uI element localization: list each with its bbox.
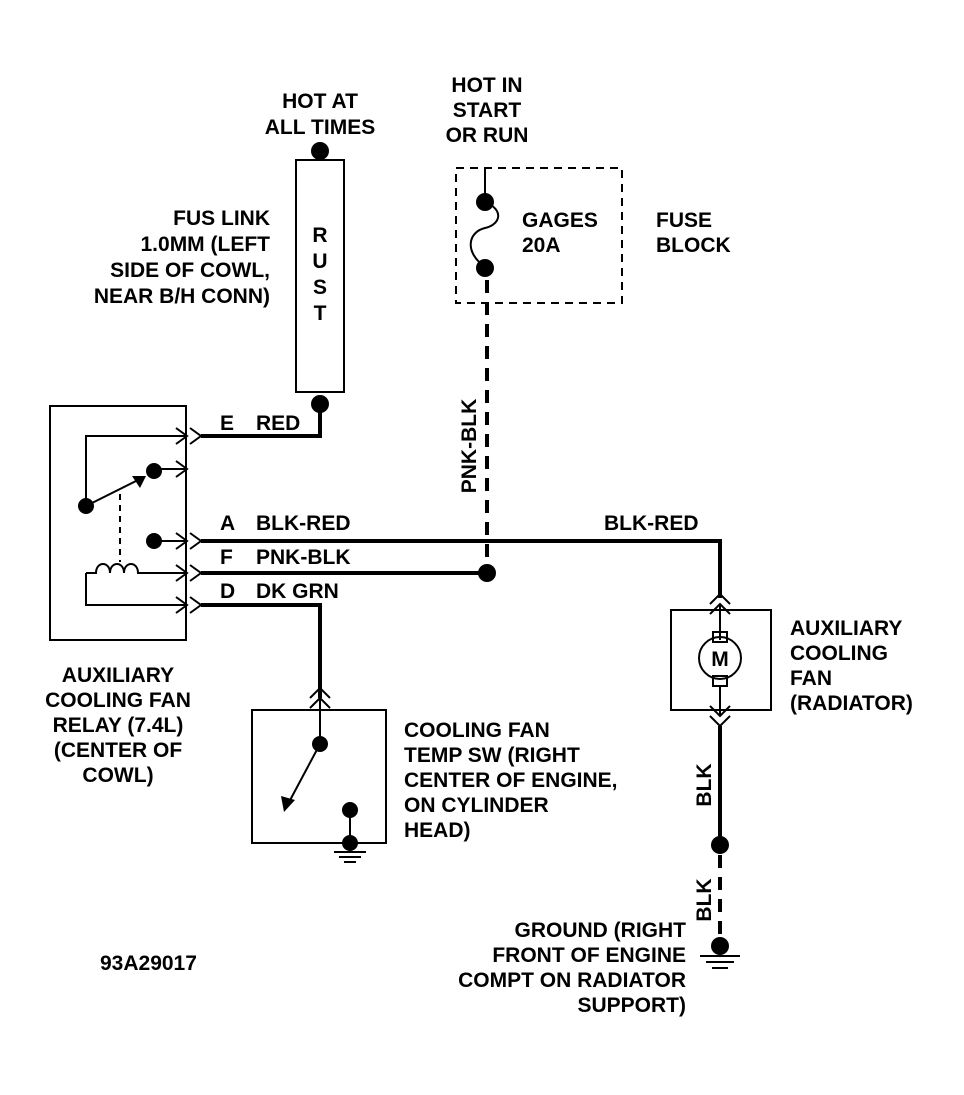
ground-line-1: GROUND (RIGHT xyxy=(515,919,687,942)
hot-at-all-times-label: HOT AT ALL TIMES xyxy=(265,90,375,139)
relay-line-2: COOLING FAN xyxy=(45,689,191,712)
hot-at-line-1: HOT AT xyxy=(282,90,358,113)
wire-e-red xyxy=(201,404,322,438)
hot-in-line-1: HOT IN xyxy=(451,74,522,97)
relay-coil-winding xyxy=(86,563,187,574)
fuse-block-line-2: BLOCK xyxy=(656,234,731,257)
temp-sw-blade xyxy=(287,743,321,805)
aux-fan-line-1: AUXILIARY xyxy=(790,617,902,640)
arrow-e-out xyxy=(189,427,203,445)
rust-letter-s: S xyxy=(313,276,327,299)
pin-d: D xyxy=(220,580,235,603)
aux-fan-line-4: (RADIATOR) xyxy=(790,692,913,715)
rust-color-label: R U S T xyxy=(312,224,327,325)
fan-bottom-arrow-out xyxy=(709,715,731,728)
fuse-bottom-terminal xyxy=(476,259,494,277)
relay-line-1: AUXILIARY xyxy=(62,664,174,687)
relay-nc-contact xyxy=(146,463,162,479)
arrow-f-out xyxy=(189,564,203,582)
gages-line-2: 20A xyxy=(522,234,561,257)
aux-fan-line-3: FAN xyxy=(790,667,832,690)
hot-at-line-2: ALL TIMES xyxy=(265,116,375,139)
wire-d-dk-grn xyxy=(201,603,322,698)
relay-box xyxy=(49,405,187,641)
hot-in-start-label: HOT IN START OR RUN xyxy=(446,74,529,147)
blk-red-right-label: BLK-RED xyxy=(604,512,699,535)
wire-d-color: DK GRN xyxy=(256,580,339,603)
ground-symbol xyxy=(700,955,740,969)
relay-line-3: RELAY (7.4L) xyxy=(53,714,184,737)
connector-f: F PNK-BLK xyxy=(220,546,351,569)
pnk-blk-vertical-label: PNK-BLK xyxy=(458,399,481,494)
wire-f-color: PNK-BLK xyxy=(256,546,351,569)
pin-f: F xyxy=(220,546,233,569)
fus-link-line-4: NEAR B/H CONN) xyxy=(94,285,270,308)
fus-link-line-2: 1.0MM (LEFT xyxy=(141,233,271,256)
connector-a: A BLK-RED xyxy=(220,512,351,535)
splice-f xyxy=(478,564,496,582)
rust-letter-r: R xyxy=(312,224,327,247)
gages-line-1: GAGES xyxy=(522,209,598,232)
fan-motor-circle xyxy=(698,636,742,680)
fus-link-line-3: SIDE OF COWL, xyxy=(110,259,270,282)
fan-top-brush xyxy=(712,631,728,643)
pin-e: E xyxy=(220,412,234,435)
wire-a-blk-red xyxy=(201,539,722,598)
fuse-block-line-1: FUSE xyxy=(656,209,712,232)
temp-sw-ground-symbol xyxy=(334,851,366,863)
temp-sw-arrow-out xyxy=(309,686,331,699)
figure-id: 93A29017 xyxy=(100,952,197,975)
aux-fan-line-2: COOLING xyxy=(790,642,888,665)
connector-e: E RED xyxy=(220,412,300,435)
ground-line-4: SUPPORT) xyxy=(577,994,686,1017)
fus-link-label: FUS LINK 1.0MM (LEFT SIDE OF COWL, NEAR … xyxy=(94,207,270,308)
fus-link-line-1: FUS LINK xyxy=(173,207,270,230)
temp-sw-ground-terminal xyxy=(342,835,358,851)
fuse-block-label: FUSE BLOCK xyxy=(656,209,731,257)
relay-line-5: COWL) xyxy=(82,764,153,787)
relay-label: AUXILIARY COOLING FAN RELAY (7.4L) (CENT… xyxy=(45,664,191,787)
motor-symbol: M xyxy=(711,648,729,671)
rust-letter-t: T xyxy=(314,302,327,325)
relay-coil xyxy=(85,563,187,606)
temp-sw-line-2: TEMP SW (RIGHT xyxy=(404,744,580,767)
temp-sw-line-3: CENTER OF ENGINE, xyxy=(404,769,618,792)
aux-fan-label: AUXILIARY COOLING FAN (RADIATOR) xyxy=(790,617,913,715)
relay-coil-return xyxy=(85,573,187,606)
connector-d: D DK GRN xyxy=(220,580,339,603)
wire-e-color: RED xyxy=(256,412,300,435)
hot-in-line-3: OR RUN xyxy=(446,124,529,147)
fuse-element xyxy=(469,201,500,268)
temp-sw-line-4: ON CYLINDER xyxy=(404,794,549,817)
blk-upper-label: BLK xyxy=(693,763,716,806)
hot-in-line-2: START xyxy=(453,99,522,122)
pin-a: A xyxy=(220,512,235,535)
relay-terminal-arrows xyxy=(175,427,203,614)
temp-sw-line-5: HEAD) xyxy=(404,819,471,842)
relay-armature xyxy=(85,477,143,507)
relay-armature-tip xyxy=(132,476,146,488)
fan-top-arrow-out xyxy=(709,592,731,605)
arrow-d-out xyxy=(189,596,203,614)
ground-line-2: FRONT OF ENGINE xyxy=(492,944,686,967)
ground-label: GROUND (RIGHT FRONT OF ENGINE COMPT ON R… xyxy=(458,919,686,1017)
fusible-link-top-terminal xyxy=(311,142,329,160)
temp-sw-label: COOLING FAN TEMP SW (RIGHT CENTER OF ENG… xyxy=(404,719,618,842)
temp-sw-blade-tip xyxy=(281,796,295,812)
wire-a-color: BLK-RED xyxy=(256,512,351,535)
ground-terminal xyxy=(711,937,729,955)
fuse-block-outline xyxy=(455,167,623,304)
gages-fuse-label: GAGES 20A xyxy=(522,209,598,257)
ground-line-3: COMPT ON RADIATOR xyxy=(458,969,686,992)
ground-splice xyxy=(711,836,729,854)
rust-letter-u: U xyxy=(312,250,327,273)
blk-lower-label: BLK xyxy=(693,878,716,921)
temp-sw-line-1: COOLING FAN xyxy=(404,719,550,742)
relay-common-lead xyxy=(85,435,187,506)
arrow-a-out xyxy=(189,532,203,550)
fan-bottom-arrow-in xyxy=(709,705,731,718)
relay-line-4: (CENTER OF xyxy=(54,739,183,762)
